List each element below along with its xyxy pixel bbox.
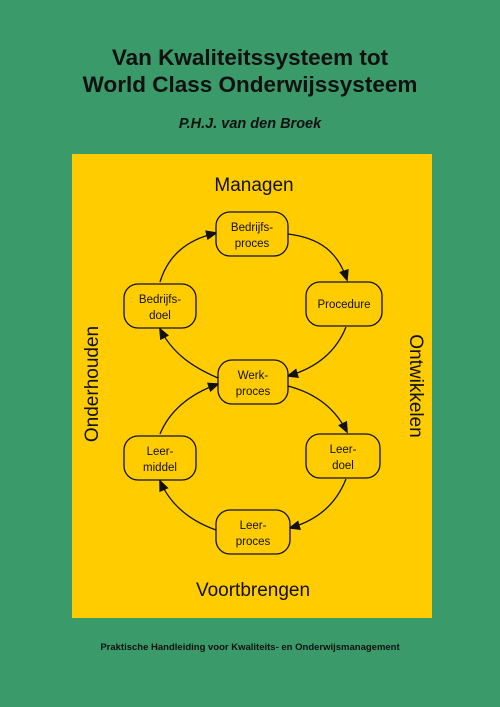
node-bedrijfsdoel-line2: doel — [149, 310, 171, 322]
node-werkproces-line1: Werk- — [238, 370, 269, 382]
node-procedure-line1: Procedure — [317, 299, 370, 311]
arrow-bedrijfsproces-to-procedure — [287, 233, 349, 282]
node-leerdoel-box — [305, 433, 381, 479]
node-werkproces-box — [217, 359, 289, 405]
arrow-bedrijfsdoel-to-bedrijfsproces — [159, 230, 218, 283]
node-leermiddel-line2: middel — [143, 462, 177, 474]
node-bedrijfsproces-line2: proces — [235, 238, 270, 250]
label-onderhouden: Onderhouden — [82, 326, 103, 442]
node-bedrijfsdoel-box — [123, 283, 197, 329]
node-leerdoel-line2: doel — [332, 460, 354, 472]
arrow-werkproces-to-bedrijfsdoel — [159, 327, 219, 379]
arrow-leerproces-to-leermiddel — [159, 479, 217, 531]
arrow-leerdoel-to-leerproces — [288, 478, 347, 531]
diagram-panel: Managen Voortbrengen Onderhouden Ontwikk… — [72, 154, 432, 618]
node-werkproces-line2: proces — [236, 386, 271, 398]
label-ontwikkelen: Ontwikkelen — [405, 334, 426, 438]
node-leerproces-line2: proces — [236, 536, 271, 548]
arrow-procedure-to-werkproces — [286, 326, 347, 379]
author-name: P.H.J. van den Broek — [178, 116, 322, 132]
node-leerdoel-line1: Leer- — [330, 444, 357, 456]
arrow-werkproces-to-leerdoel — [287, 385, 348, 434]
node-leermiddel-box — [123, 435, 197, 481]
node-bedrijfsproces-line1: Bedrijfs- — [231, 222, 273, 234]
label-voortbrengen: Voortbrengen — [196, 580, 310, 601]
cycle-diagram: Managen Voortbrengen Onderhouden Ontwikk… — [82, 175, 426, 601]
arrow-leermiddel-to-werkproces — [159, 382, 220, 435]
node-bedrijfsproces-box — [215, 211, 289, 257]
node-leermiddel-line1: Leer- — [147, 446, 174, 458]
label-managen: Managen — [214, 175, 293, 196]
node-leerproces-line1: Leer- — [240, 520, 267, 532]
title-line-2: World Class Onderwijssysteem — [82, 72, 418, 97]
node-procedure-box — [305, 281, 383, 327]
title-line-1: Van Kwaliteitssysteem tot — [111, 45, 389, 70]
book-subtitle: Praktische Handleiding voor Kwaliteits- … — [100, 642, 400, 653]
book-title: Van Kwaliteitssysteem tot World Class On… — [0, 44, 500, 98]
node-bedrijfsdoel-line1: Bedrijfs- — [139, 294, 181, 306]
node-leerproces-box — [215, 509, 291, 555]
